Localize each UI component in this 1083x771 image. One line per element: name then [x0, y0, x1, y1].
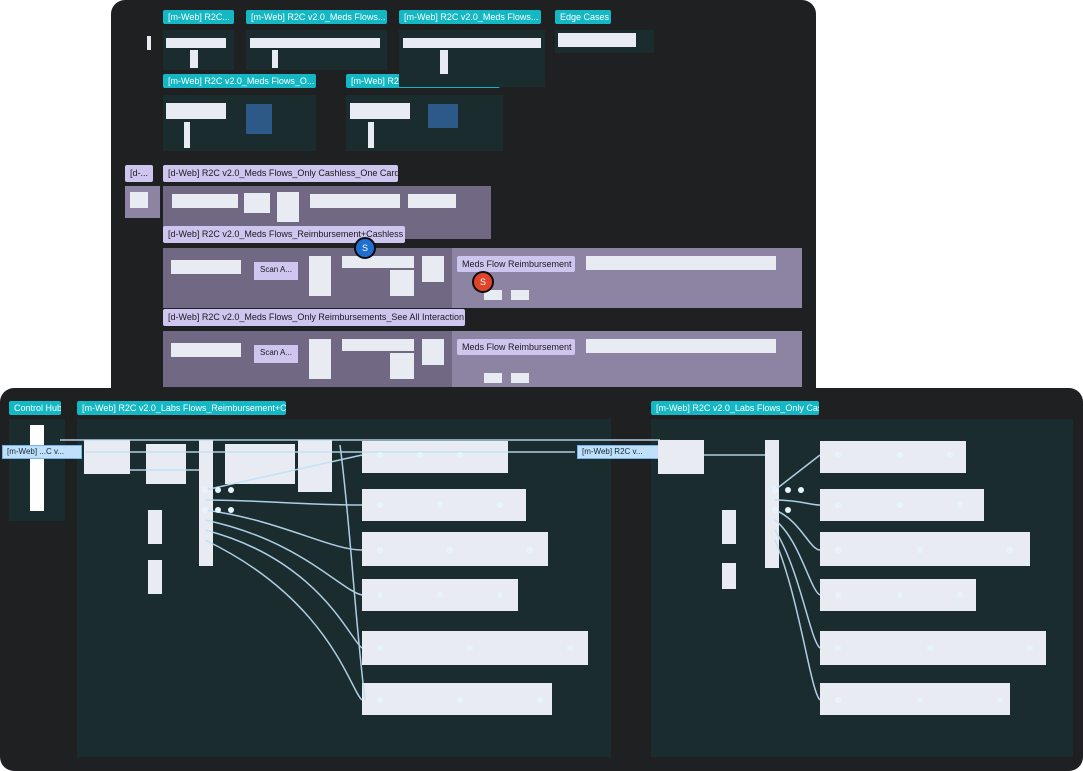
- screen-thumb[interactable]: [820, 683, 1010, 715]
- screen-thumb[interactable]: [309, 339, 331, 379]
- scan-a-label-1[interactable]: Scan A...: [254, 262, 299, 280]
- screen-thumb[interactable]: [586, 339, 776, 353]
- screen-thumb[interactable]: [422, 339, 444, 365]
- frame-label-edge-cases[interactable]: Edge Cases: [555, 10, 611, 24]
- screen-thumb[interactable]: [484, 290, 502, 300]
- screen-thumb[interactable]: [130, 192, 148, 208]
- screen-thumb[interactable]: [244, 193, 270, 213]
- screen-thumb[interactable]: [172, 194, 238, 208]
- screen-thumb[interactable]: [511, 290, 529, 300]
- frame-label-labs-reimb-cashless[interactable]: [m-Web] R2C v2.0_Labs Flows_Reimbursemen…: [77, 401, 286, 415]
- screen-thumb[interactable]: [403, 38, 541, 48]
- screen-thumb[interactable]: [422, 256, 444, 282]
- screen-thumb[interactable]: [362, 532, 548, 566]
- screen-thumb[interactable]: [84, 440, 130, 474]
- screen-thumb[interactable]: [250, 38, 380, 48]
- screen-thumb[interactable]: [362, 631, 588, 665]
- instance-selection-left[interactable]: [m-Web] ...C v...: [2, 445, 82, 459]
- screen-thumb[interactable]: [722, 563, 736, 589]
- screen-thumb[interactable]: [362, 489, 526, 521]
- screen-thumb[interactable]: [390, 270, 414, 296]
- collaborator-avatar-blue[interactable]: S: [354, 237, 376, 259]
- screen-thumb[interactable]: [30, 425, 44, 511]
- section-label-only-cashless-one-card[interactable]: [d-Web] R2C v2.0_Meds Flows_Only Cashles…: [163, 165, 398, 182]
- screen-thumb[interactable]: [166, 103, 226, 119]
- screen-thumb[interactable]: [171, 343, 241, 357]
- screen-thumb[interactable]: [298, 440, 332, 492]
- screen-thumb[interactable]: [511, 373, 529, 383]
- screen-thumb[interactable]: [272, 50, 278, 68]
- frame-label-d-small[interactable]: [d-...: [125, 165, 153, 182]
- screen-thumb[interactable]: [350, 103, 410, 119]
- frame-label-control-hub[interactable]: Control Hub: [9, 401, 61, 415]
- screen-thumb[interactable]: [190, 50, 198, 68]
- screen-thumb[interactable]: [820, 489, 984, 521]
- frame-m-web-1[interactable]: [163, 30, 234, 70]
- screen-thumb[interactable]: [722, 510, 736, 544]
- screen-thumb[interactable]: [820, 441, 966, 473]
- frame-label-labs-only-cashless[interactable]: [m-Web] R2C v2.0_Labs Flows_Only Cashles…: [651, 401, 819, 415]
- frame-m-web-2[interactable]: [246, 30, 387, 70]
- screen-thumb[interactable]: [765, 440, 779, 568]
- screen-thumb[interactable]: [362, 441, 508, 473]
- screen-thumb[interactable]: [342, 256, 414, 268]
- screen-thumb[interactable]: [558, 33, 636, 47]
- screen-thumb[interactable]: [225, 444, 295, 484]
- screen-thumb[interactable]: [146, 444, 186, 484]
- screen-thumb[interactable]: [440, 50, 448, 74]
- screen-thumb[interactable]: [820, 579, 976, 611]
- screen-thumb[interactable]: [368, 122, 374, 148]
- screen-thumb[interactable]: [199, 440, 213, 566]
- screen-thumb[interactable]: [362, 683, 552, 715]
- screen-thumb[interactable]: [484, 373, 502, 383]
- meds-flow-reimbursement-label-1[interactable]: Meds Flow Reimbursement: [457, 256, 575, 272]
- section-label-only-reimbursements[interactable]: [d-Web] R2C v2.0_Meds Flows_Only Reimbur…: [163, 309, 465, 326]
- screen-thumb[interactable]: [820, 631, 1046, 665]
- collaborator-avatar-red[interactable]: S: [472, 271, 494, 293]
- frame-label-m-web-2[interactable]: [m-Web] R2C v2.0_Meds Flows...: [246, 10, 387, 24]
- section-label-reimbursement-cashless[interactable]: [d-Web] R2C v2.0_Meds Flows_Reimbursemen…: [163, 226, 405, 243]
- instance-selection-right[interactable]: [m-Web] R2C v...: [577, 445, 659, 459]
- screen-thumb[interactable]: [184, 122, 190, 148]
- screen-thumb[interactable]: [428, 104, 458, 128]
- screen-thumb[interactable]: [147, 36, 151, 50]
- screen-thumb[interactable]: [820, 532, 1030, 566]
- meds-flow-reimbursement-label-2[interactable]: Meds Flow Reimbursement: [457, 339, 575, 355]
- screen-thumb[interactable]: [342, 339, 414, 351]
- frame-label-m-web-o[interactable]: [m-Web] R2C v2.0_Meds Flows_O...: [163, 74, 316, 88]
- screen-thumb[interactable]: [310, 194, 400, 208]
- screen-thumb[interactable]: [148, 510, 162, 544]
- screen-thumb[interactable]: [586, 256, 776, 270]
- screen-thumb[interactable]: [171, 260, 241, 274]
- screen-thumb[interactable]: [309, 256, 331, 296]
- screen-thumb[interactable]: [277, 192, 299, 222]
- frame-label-m-web-1[interactable]: [m-Web] R2C...: [163, 10, 234, 24]
- screen-thumb[interactable]: [658, 440, 704, 474]
- screen-thumb[interactable]: [408, 194, 456, 208]
- frame-label-m-web-3[interactable]: [m-Web] R2C v2.0_Meds Flows...: [399, 10, 541, 24]
- screen-thumb[interactable]: [148, 560, 162, 594]
- screen-thumb[interactable]: [166, 38, 226, 48]
- screen-thumb[interactable]: [246, 104, 272, 134]
- screen-thumb[interactable]: [390, 353, 414, 379]
- scan-a-label-2[interactable]: Scan A...: [254, 345, 299, 363]
- screen-thumb[interactable]: [362, 579, 518, 611]
